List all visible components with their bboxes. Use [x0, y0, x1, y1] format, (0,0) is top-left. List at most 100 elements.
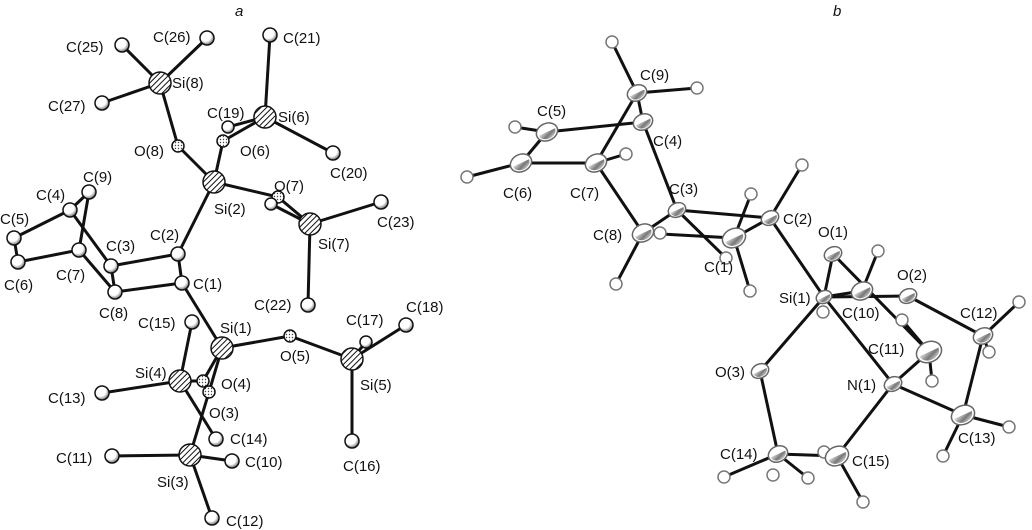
atom-label: O(3)	[209, 405, 239, 422]
atom-si6	[253, 105, 277, 129]
atom-label: C(16)	[343, 458, 381, 475]
atom-label: C(13)	[48, 390, 86, 407]
hydrogen-atom	[690, 81, 704, 95]
bond	[263, 33, 272, 119]
atom-label: C(9)	[640, 67, 669, 84]
atom-shading	[725, 233, 744, 246]
hydrogen-atom	[801, 471, 815, 485]
atom-shading	[670, 206, 684, 216]
atom-label: C(15)	[138, 315, 176, 332]
atom-si3	[178, 443, 202, 467]
atom-shading	[919, 347, 939, 361]
atom-label: O(6)	[240, 143, 270, 160]
atom-shading	[629, 89, 645, 100]
atom-label: Si(6)	[278, 109, 310, 126]
atom-si4	[168, 369, 192, 393]
bond	[77, 190, 91, 252]
atom-c15	[184, 314, 200, 330]
atom-c7	[71, 242, 87, 258]
atom-c26	[199, 30, 215, 46]
atom-label: C(7)	[56, 267, 85, 284]
bond	[306, 222, 312, 307]
atom-label: C(26)	[153, 29, 191, 46]
atom-shading	[854, 287, 871, 299]
atom-label: C(9)	[83, 169, 112, 186]
bond	[768, 216, 826, 299]
atom-shading	[513, 159, 530, 171]
atom-shading	[975, 332, 991, 343]
bond	[594, 91, 639, 165]
hydrogen-atom	[1002, 420, 1016, 434]
atom-shading	[588, 159, 605, 171]
bond	[641, 120, 679, 212]
atom-c27	[94, 95, 110, 111]
atom-c17	[359, 335, 373, 349]
atom-shading	[753, 367, 767, 377]
atom-shading	[886, 380, 900, 390]
atom-c3	[103, 258, 119, 274]
atom-shading	[770, 450, 786, 461]
hydrogen-atom	[1012, 295, 1026, 309]
bond	[891, 382, 965, 417]
atom-label: Si(8)	[172, 75, 204, 92]
hydrogen-atom	[982, 345, 996, 359]
bond	[176, 180, 216, 256]
bond	[263, 115, 335, 155]
atom-label: C(11)	[868, 341, 904, 358]
atom-label: Si(7)	[318, 236, 350, 253]
atom-shading	[826, 250, 840, 260]
bond	[961, 334, 985, 417]
atom-label: C(14)	[230, 431, 268, 448]
bond	[594, 161, 645, 235]
atom-label: C(14)	[720, 446, 758, 463]
panel-a-structure: aSi(8)C(25)C(26)C(27)C(21)Si(6)C(19)O(6)…	[0, 3, 444, 530]
hydrogen-atom	[856, 495, 870, 509]
atom-label: C(10)	[245, 454, 283, 471]
atom-c14	[208, 431, 224, 447]
bond	[758, 295, 826, 373]
bond	[831, 252, 931, 354]
bond	[77, 248, 117, 294]
bond	[308, 200, 383, 226]
atom-label: C(11)	[56, 450, 92, 467]
atom-label: N(1)	[847, 377, 876, 394]
atom-label: Si(1)	[779, 290, 811, 307]
atom-label: C(3)	[106, 238, 135, 255]
atom-label: C(23)	[377, 214, 415, 231]
hydrogen-atom	[653, 226, 667, 240]
atom-label: C(12)	[226, 513, 264, 530]
atom-c23	[373, 194, 389, 210]
atom-label: C(18)	[406, 299, 444, 316]
atom-label: Si(2)	[214, 201, 246, 218]
bond	[100, 379, 182, 395]
atom-c8	[107, 284, 123, 300]
atom-shading	[635, 118, 651, 129]
atom-label: O(3)	[715, 364, 745, 381]
atom-shading	[539, 128, 556, 140]
atom-o5	[283, 329, 297, 343]
atom-label: C(6)	[4, 277, 33, 294]
atom-c1	[174, 275, 190, 291]
atom-c19	[221, 120, 235, 134]
atom-label: O(4)	[221, 376, 251, 393]
atom-label: C(22)	[254, 297, 292, 314]
atom-si7	[298, 212, 322, 236]
atom-c22	[300, 297, 316, 313]
bond	[758, 369, 780, 456]
bond	[822, 295, 895, 386]
atom-c4	[62, 202, 78, 218]
hydrogen-atom	[871, 244, 885, 258]
atom-label: C(13)	[958, 430, 996, 447]
hydrogen-atom	[717, 470, 731, 484]
hydrogen-atom	[925, 374, 939, 388]
atom-label: C(6)	[503, 185, 532, 202]
atom-c21	[262, 27, 278, 43]
atom-o6	[216, 134, 230, 148]
bond	[675, 208, 772, 220]
atom-o8	[171, 139, 185, 153]
hydrogen-atom	[744, 187, 758, 201]
atom-label: C(20)	[330, 165, 368, 182]
hydrogen-atom	[609, 277, 623, 291]
atom-label: C(4)	[653, 133, 682, 150]
